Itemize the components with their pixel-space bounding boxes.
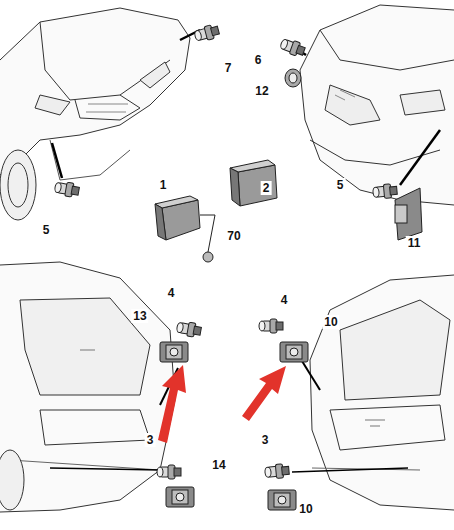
callout-number: 13: [131, 309, 148, 323]
callout-number: 70: [225, 229, 242, 243]
callout-number: 5: [335, 178, 346, 192]
callout-number: 2: [261, 181, 272, 195]
callout-number: 1: [158, 178, 169, 192]
callout-number: 4: [166, 286, 177, 300]
callout-number: 3: [260, 433, 271, 447]
callout-number: 10: [297, 502, 314, 516]
callout-number: 5: [41, 223, 52, 237]
callout-number: 11: [406, 236, 423, 250]
callout-number: 10: [322, 315, 339, 329]
callout-number: 14: [210, 458, 227, 472]
callout-number: 6: [253, 53, 264, 67]
callout-number: 3: [145, 433, 156, 447]
callout-number: 12: [253, 84, 270, 98]
callout-number: 7: [223, 61, 234, 75]
callout-number: 4: [279, 293, 290, 307]
